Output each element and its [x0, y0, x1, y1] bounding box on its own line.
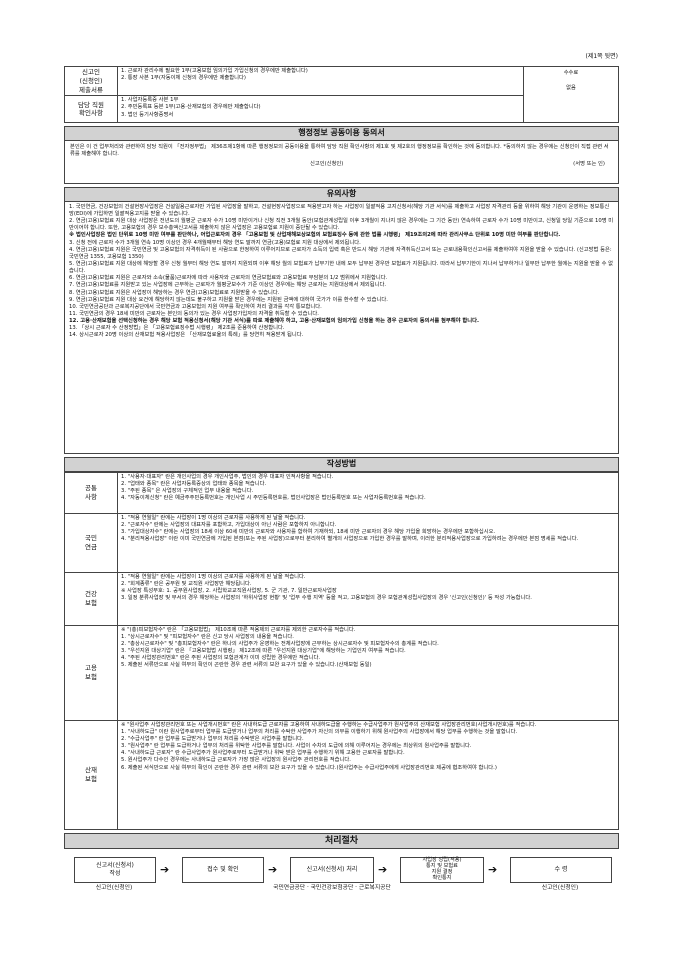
consent-text: 본인은 이 건 업무처리와 관련하여 담당 직원이 「전자정부법」 제36조제1…	[70, 144, 609, 158]
howto-section-label: 공통 사항	[64, 471, 118, 514]
officer-check-item: 1. 사업자등록증 사본 1부	[121, 97, 179, 104]
howto-item: ※ "(총)피보험자수" 란은 「고용보험법」 제10조에 따른 적용제외 근로…	[121, 626, 356, 633]
howto-item: 3. "원사업주" 란 업무를 도급하거나 업무의 처리를 위탁한 사업주를 말…	[121, 743, 472, 750]
process-actor-label: 신고인(신청인)	[541, 884, 579, 891]
notes-item: 8. 연금(고용)보험료 지원은 사업장이 해당하는 경우 연금(고용)보험료로…	[69, 289, 280, 296]
arrow-right-icon: ➔	[488, 862, 498, 876]
howto-title: 작성방법	[64, 456, 619, 472]
howto-item: ※ 사업장 특성부호: 1. 공무원사업장, 2. 사립학교교직원사업장, 5.…	[121, 587, 337, 594]
notes-item: 4. 연금(고용)보험료 지원은 국민연금 및 고용보험의 자격취득이 된 사람…	[69, 246, 612, 260]
consent-title: 행정정보 공동이용 동의서	[64, 126, 619, 142]
process-step: 접수 및 확인	[182, 856, 264, 883]
process-title: 처리절차	[64, 832, 619, 849]
howto-item: 2. "회계종류" 란은 공무원 및 교직원 사업장만 해당됩니다.	[121, 580, 252, 587]
howto-item: 3. 일정 분류사업장 및 부서의 경우 해당하는 사업장의 '하위사업장 현황…	[121, 595, 532, 602]
howto-item: 5. 원사업주가 다수인 경우에는 사내하도급 근로자가 가장 많은 사업장의 …	[121, 757, 351, 764]
fee-label: 수수료	[563, 70, 579, 76]
howto-section-label: 건강 보험	[64, 571, 118, 626]
applicant-docs-list: 1. 근로자 관리수에 필요한 1부(고용보험 임의가입 가입신청의 경우에만 …	[117, 65, 524, 97]
consent-sign-note: (서명 또는 인)	[573, 161, 605, 168]
officer-check-item: 3. 법인 등기사항증명서	[121, 111, 174, 118]
notes-item: 9. 연금(고용)보험료 지원 대상 요건에 해당하지 않는데도 불구하고 지원…	[69, 296, 388, 303]
arrow-right-icon: ➔	[160, 862, 170, 876]
notes-item: 6. 연금(고용)보험료 지원은 근로자와 소속(물품)근로자에 따라 사용자와…	[69, 275, 388, 282]
howto-item: 1. "사내하도급" 이란 원사업주로부터 업무를 도급받거나 업무의 처리를 …	[121, 728, 518, 735]
howto-item: 1. "적용 연월일" 란에는 사업장이 1명 이상의 근로자를 사용하게 된 …	[121, 514, 306, 521]
notes-item: 2. 연금(고용)보험료 지원 대상 사업장은 전년도의 월평균 근로자 수가 …	[69, 218, 614, 232]
notes-item: 5. 연금(고용)보험료 지원 대상에 해당할 경우 신청 월부터 해당 연도 …	[69, 261, 614, 275]
fee-value: 없음	[566, 85, 576, 92]
officer-check-list: 1. 사업자등록증 사본 1부 2. 주민등록표 등본 1부(고용·산재보험의 …	[117, 95, 524, 124]
document-page: 신고인 (신청인) 제출서류 1. 근로자 관리수에 필요한 1부(고용보험 임…	[64, 52, 619, 897]
fee-cell: 수수료 없음	[523, 65, 619, 124]
howto-table: 공통 사항 1. "사용자·대표자" 란은 개인사업의 경우 개인사업주, 법인…	[64, 471, 619, 830]
howto-item: 2. "업태와 종목" 란은 사업자등록증상의 업태와 종목을 적습니다.	[121, 480, 267, 487]
arrow-right-icon: ➔	[378, 862, 388, 876]
attachments-table: 신고인 (신청인) 제출서류 1. 근로자 관리수에 필요한 1부(고용보험 임…	[64, 65, 619, 124]
notes-item: 14. 상시근로자 20명 이상의 산재보험 적용사업장은 「산재보험료율의 특…	[69, 332, 304, 339]
howto-item: 4. "사내하도급 근로자" 란 수급사업주가 원사업주로부터 도급받거나 위탁…	[121, 750, 405, 757]
howto-section-label: 산재 보험	[64, 719, 118, 830]
consent-box: 본인은 이 건 업무처리와 관련하여 담당 직원이 「전자정부법」 제36조제1…	[64, 141, 619, 185]
arrow-right-icon: ➔	[268, 862, 278, 876]
howto-section-body: 1. "사용자·대표자" 란은 개인사업의 경우 개인사업주, 법인의 경우 대…	[117, 471, 619, 514]
howto-section-label: 국민 연금	[64, 512, 118, 573]
notes-item: 11. 국민연금의 경우 18세 미만의 근로자는 본인의 동의가 있는 경우 …	[69, 311, 319, 317]
notes-item: 10. 국민연금공단과 근로복지공단에서 국민연금과 고용보험의 지원 여부를 …	[69, 303, 322, 310]
howto-item: 3. "주된 종목" 은 사업장의 구체적인 업무 내용을 적습니다.	[121, 487, 254, 494]
process-step: 신고서(신청서) 작성	[74, 856, 156, 883]
process-step: 수 령	[510, 856, 612, 883]
howto-section-label: 고용 보험	[64, 624, 118, 721]
consent-signer-label: 신고인(신청인)	[310, 161, 344, 168]
process-step: 신고서(신청서) 처리	[290, 856, 374, 883]
notes-item: 3. 신청 전에 근로자 수가 3개월 연속 10명 이상인 경우 4개월째부터…	[69, 239, 361, 246]
page-number: (제1쪽 뒷면)	[585, 53, 619, 60]
process-flow: 신고서(신청서) 작성 ➔ 접수 및 확인 ➔ 신고서(신청서) 처리 ➔ 사업…	[64, 853, 619, 897]
howto-section-body: ※ "(총)피보험자수" 란은 「고용보험법」 제10조에 따른 적용제외 근로…	[117, 624, 619, 721]
howto-item: 4. "주된 사업장관리번호" 란은 주된 사업장의 보험관계가 이미 성립한 …	[121, 655, 321, 662]
notes-item: 1. 국민연금, 건강보험의 건설현장사업장은 건설일용근로자만 가입된 사업장…	[69, 203, 610, 218]
notes-title: 유의사항	[64, 187, 619, 202]
howto-item: 1. "사용자·대표자" 란은 개인사업의 경우 개인사업주, 법인의 경우 대…	[121, 473, 334, 480]
howto-section-body: 1. "적용 연월일" 란에는 사업장이 1명 이상의 근로자를 사용하게 된 …	[117, 571, 619, 626]
notes-item: 13. 「상시 근로자 수 산정방법」은 「고용보험료징수법 시행령」 제2조를…	[69, 325, 285, 332]
notes-item: ※ 법인사업장은 법인 단위로 10명 미만 여부를 판단하나, 어업근로자의 …	[69, 232, 561, 239]
process-actor-label: 국민연금공단 · 국민건강보험공단 · 근로복지공단	[273, 884, 391, 891]
howto-item: 2. "총상시근로자수" 및 "총피보험자수" 란은 하나의 사업주가 운영하는…	[121, 640, 439, 647]
howto-item: 3. "우선지원 대상기업" 란은 「고용보험법 시행령」 제12조에 따른 "…	[121, 648, 406, 655]
howto-item: 5. 제출된 서류만으로 사실 여부의 확인이 곤란한 경우 관련 서류의 보완…	[121, 662, 372, 669]
howto-section-body: ※ "원사업주 사업장관리번호 또는 사업개시번호" 란은 사내하도급 근로자를…	[117, 719, 619, 830]
howto-section-body: 1. "적용 연월일" 란에는 사업장이 1명 이상의 근로자를 사용하게 된 …	[117, 512, 619, 573]
notes-box: 1. 국민연금, 건강보험의 건설현장사업장은 건설일용근로자만 가입된 사업장…	[64, 201, 619, 454]
notes-item: 12. 고용·산재보험을 선택신청하는 경우 해당 보험 적용신청서(해당 기관…	[69, 318, 480, 325]
officer-check-label: 담당 직원 확인사항	[64, 95, 118, 124]
applicant-doc-item: 1. 근로자 관리수에 필요한 1부(고용보험 임의가입 가입신청의 경우에만 …	[121, 68, 308, 74]
process-actor-label: 신고인(신청인)	[95, 884, 133, 891]
howto-item: 6. 제출된 서식만으로 사실 여부의 확인이 곤란한 경우 관련 서류의 보완…	[121, 764, 497, 771]
process-step: 사업장 성립(적용) 통지 및 보험료 지원 결정 확인통지	[400, 856, 484, 883]
applicant-doc-item: 2. 통장 사본 1부(자동이체 신청의 경우에만 제출합니다)	[121, 75, 246, 82]
applicant-docs-label: 신고인 (신청인) 제출서류	[64, 65, 118, 97]
howto-item: 4. "자동이체신청" 란은 예금주주민등록번호는 개인사업 시 주민등록번호를…	[121, 495, 426, 502]
howto-item: 2. "근로자수" 란에는 사업장의 대표자를 포함하고, 가입대상이 아닌 사…	[121, 521, 337, 528]
notes-item: 7. 연금(고용)보험료를 지원받고 있는 사업장에 근무하는 근로자가 월평균…	[69, 282, 387, 289]
howto-item: 2. "수급사업주" 란 업무를 도급받거나 업무의 처리를 수탁받은 사업주를…	[121, 735, 304, 742]
howto-item: ※ "원사업주 사업장관리번호 또는 사업개시번호" 란은 사내하도급 근로자를…	[121, 721, 537, 728]
officer-check-item: 2. 주민등록표 등본 1부(고용·산재보험의 경우에만 제출합니다)	[121, 104, 261, 111]
howto-item: 4. "분리적용사업장" 이란 이미 국민연금에 가입된 본점(또는 주된 사업…	[121, 536, 579, 543]
howto-item: 1. "상시근로자수" 및 "피보험자수" 란은 신고 당시 사업장의 내용을 …	[121, 633, 294, 640]
howto-item: 1. "적용 연월일" 란에는 사업장이 1명 이상의 근로자를 사용하게 된 …	[121, 573, 306, 580]
howto-item: 3. "가입대상자수" 란에는 사업장의 18세 이상 60세 미만의 근로자와…	[121, 528, 496, 535]
